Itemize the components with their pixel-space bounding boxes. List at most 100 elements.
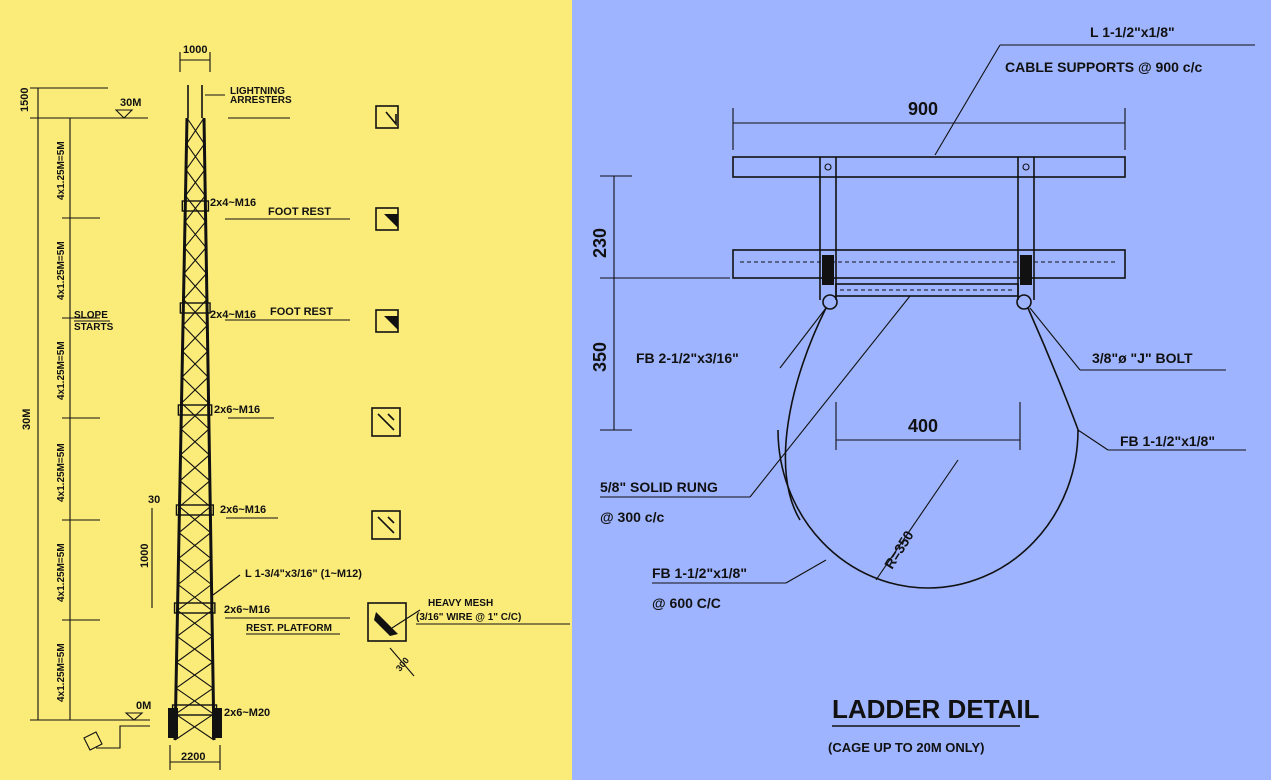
foot-rest-label-1: FOOT REST (268, 206, 331, 218)
level-30m-marker (114, 109, 134, 119)
ladder-detail-panel (572, 0, 1271, 780)
j-bolt-right (1016, 294, 1032, 310)
cable-support-bottom (732, 249, 1126, 279)
tower-brace (176, 635, 213, 663)
tower-brace (177, 558, 212, 585)
tower-brace (185, 169, 206, 197)
tower-brace (174, 713, 214, 741)
tower-brace (183, 247, 207, 274)
cable-angle-label: L 1-1/2"x1/8" (1090, 24, 1175, 40)
base-foot-right (212, 708, 222, 738)
fb-right-leader (1077, 429, 1109, 451)
angle-leader (212, 574, 241, 596)
mesh-label-line1: HEAVY MESH (428, 598, 493, 609)
mesh-leader (391, 609, 421, 629)
tower-brace (182, 324, 208, 352)
tower-splice-joint (175, 504, 215, 516)
section-diagonal-4 (377, 413, 395, 431)
tower-splice-joint (181, 200, 210, 212)
tower-brace (181, 350, 209, 378)
tower-brace (176, 609, 213, 637)
segment-label-3: 4x1.25M=5M (56, 341, 67, 400)
total-height-label: 30M (21, 409, 33, 430)
tower-brace (183, 273, 207, 300)
base-width-label: 2200 (181, 751, 205, 763)
bolt-hole-left (824, 163, 832, 171)
segment-label-4: 4x1.25M=5M (56, 443, 67, 502)
cable-supports-label: CABLE SUPPORTS @ 900 c/c (1005, 59, 1202, 75)
tower-brace (184, 195, 206, 223)
level-0m-marker (124, 712, 144, 721)
top-width-label: 1000 (183, 44, 207, 56)
ladder-title: LADDER DETAIL (832, 694, 1040, 724)
base-foot-left (168, 708, 178, 738)
foot-rest-label-2: FOOT REST (270, 306, 333, 318)
segment-label-6: 4x1.25M=5M (56, 643, 67, 702)
rung-bar (835, 283, 1019, 297)
rung-label-line1: 5/8" SOLID RUNG (600, 479, 718, 495)
bolt-label-1: 2x4~M16 (210, 197, 256, 209)
rest-platform-label: REST. PLATFORM (246, 623, 332, 634)
bolt-hole-right (1022, 163, 1030, 171)
tower-brace (175, 687, 214, 715)
lightning-label-line1: LIGHTNING (230, 86, 285, 97)
tower-elevation: 1000 2200 (19, 44, 570, 770)
mesh-label-line2: (3/16" WIRE @ 1" C/C) (416, 612, 521, 623)
level-0m-label: 0M (136, 700, 151, 712)
section-diagonal-5 (377, 516, 395, 534)
section-symbol-6 (367, 602, 407, 642)
mesh-dimension-label: 300 (394, 655, 411, 673)
mesh-dimension (389, 647, 415, 677)
segment-label-1: 4x1.25M=5M (56, 141, 67, 200)
cage-circle (777, 429, 1079, 589)
section-symbol-5 (371, 510, 401, 540)
fb-bottom-label-line2: @ 600 C/C (652, 595, 721, 611)
clamp-left (822, 255, 834, 285)
tower-brace (179, 454, 210, 482)
tower-brace (180, 428, 210, 456)
radius-label: R=350 (881, 528, 917, 572)
segment-label-2: 4x1.25M=5M (56, 241, 67, 300)
bolt-label-6: 2x6~M20 (224, 707, 270, 719)
tower-brace (186, 117, 205, 145)
section-symbol-4 (371, 407, 401, 437)
section-fill-2 (384, 214, 398, 228)
fb-left-leader (779, 307, 827, 369)
bolt-label-2: 2x4~M16 (210, 309, 256, 321)
ladder-detail: L 1-1/2"x1/8" CABLE SUPPORTS @ 900 c/c 9… (590, 24, 1255, 755)
fb-bottom-leader (785, 559, 827, 584)
dim-400-label: 400 (908, 416, 938, 436)
fb-right-label: FB 1-1/2"x1/8" (1120, 433, 1215, 449)
tower-brace (181, 376, 209, 404)
slope-ratio-rise: 30 (148, 494, 160, 506)
tower-brace (175, 661, 214, 689)
section-fill-3 (384, 316, 398, 330)
tower-bracing (171, 117, 218, 741)
tower-brace (178, 506, 211, 534)
rung-label-line2: @ 300 c/c (600, 509, 664, 525)
clamp-right (1020, 255, 1032, 285)
fb-left-label: FB 2-1/2"x3/16" (636, 350, 739, 366)
bolt-label-5: 2x6~M16 (224, 604, 270, 616)
cable-callout-leader (934, 44, 1001, 156)
tower-splice-joint (177, 404, 213, 416)
j-bolt-label: 3/8"ø "J" BOLT (1092, 350, 1193, 366)
slope-label-line1: SLOPE (74, 310, 108, 321)
section-fill-6 (374, 612, 398, 636)
slope-ratio-run: 1000 (139, 544, 151, 568)
lightning-label-line2: ARRESTERS (230, 95, 292, 106)
tower-splice-joint (179, 302, 211, 314)
tower-brace (177, 584, 212, 611)
angle-label: L 1-3/4"x3/16" (1~M12) (245, 568, 362, 580)
dim-230-label: 230 (590, 228, 610, 258)
tower-brace (179, 480, 211, 508)
cage-arc-right (1027, 307, 1080, 432)
ladder-subtitle: (CAGE UP TO 20M ONLY) (828, 740, 985, 755)
j-bolt-left (822, 294, 838, 310)
cable-support-top (732, 156, 1126, 178)
fb-bottom-label-line1: FB 1-1/2"x1/8" (652, 565, 747, 581)
tower-elevation-panel (0, 0, 572, 780)
tower-brace (185, 143, 205, 171)
ground-step-line (96, 725, 150, 749)
